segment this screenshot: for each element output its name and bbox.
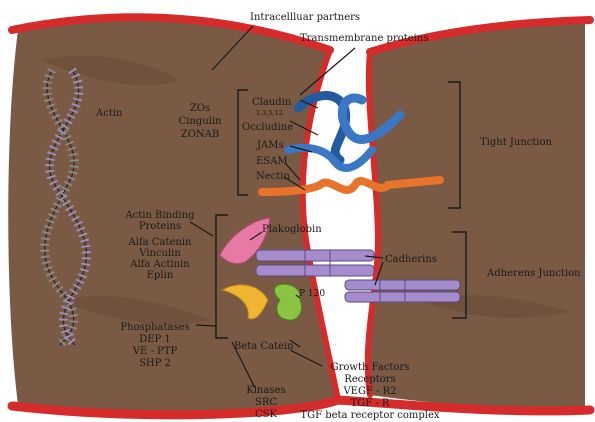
label-cadherins: Cadherins: [385, 254, 437, 265]
label-kinases: Kinases: [236, 385, 296, 396]
label-zos: ZOs: [175, 103, 225, 114]
label-actin-binding-line2: Proteins: [118, 221, 202, 232]
label-claudin: Claudin: [252, 97, 291, 108]
label-src: SRC: [236, 397, 296, 408]
label-alfa-actinin: Alfa Actinin: [118, 259, 202, 270]
label-receptors: Receptors: [300, 374, 440, 385]
label-occludine: Occludine: [242, 122, 293, 133]
label-tight-junction: Tight Junction: [480, 137, 552, 148]
label-actin: Actin: [96, 108, 122, 119]
label-actin-binding-line1: Actin Binding: [118, 210, 202, 221]
label-eplin: Eplin: [118, 270, 202, 281]
label-beta-catenin: Beta Catein: [234, 341, 294, 352]
label-growth-factors: Growth Factors: [300, 362, 440, 373]
label-intracellular-partners: Intracellluar partners: [250, 12, 360, 23]
label-p120: P 120: [299, 289, 325, 300]
label-esam: ESAM: [256, 156, 288, 167]
label-nectin: Nectin: [256, 171, 290, 182]
label-tgf-r: TGF - R: [300, 398, 440, 409]
label-claudin-numbers: 1,3,5,12: [256, 109, 283, 117]
label-plakoglobin: Plakoglobin: [262, 224, 322, 235]
cell-cytoplasm-right: [368, 18, 585, 410]
label-jams: JAMs: [257, 140, 284, 151]
label-transmembrane-proteins: Transmembrane proteins: [300, 33, 428, 44]
label-cingulin: Cingulin: [175, 116, 225, 127]
label-vinculin: Vinculin: [118, 248, 202, 259]
label-phosphatases: Phosphatases: [115, 322, 195, 333]
label-ve-ptp: VE - PTP: [115, 346, 195, 357]
p120-protein: [274, 284, 301, 320]
label-zonab: ZONAB: [175, 129, 225, 140]
label-tgf-beta-complex: TGF beta receptor complex: [285, 410, 455, 421]
label-shp2: SHP 2: [115, 358, 195, 369]
label-vegf-r2: VEGF - R2: [300, 386, 440, 397]
label-adherens-junction: Adherens Junction: [487, 268, 581, 279]
label-dep1: DEP 1: [115, 334, 195, 345]
label-alfa-catenin: Alfa Catenin: [118, 237, 202, 248]
